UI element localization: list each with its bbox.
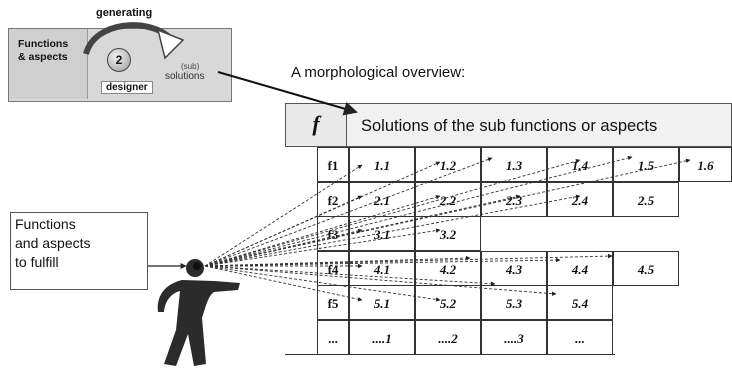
table-cell: 5.2: [415, 285, 481, 320]
table-cell: 2.4: [547, 182, 613, 217]
person-icon: [157, 259, 240, 366]
process-functions-line2: & aspects: [18, 51, 68, 63]
table-cell: 2.3: [481, 182, 547, 217]
table-cell: 5.3: [481, 285, 547, 320]
fulfill-line1: Functions: [15, 216, 76, 232]
functions-to-fulfill-box: Functions and aspects to fulfill: [10, 212, 148, 290]
generating-label: generating: [96, 7, 153, 19]
table-cell: 1.2: [415, 147, 481, 182]
process-functions-panel: [9, 29, 88, 99]
fulfill-line3: to fulfill: [15, 254, 59, 270]
table-cell: 1.5: [613, 147, 679, 182]
morphological-title: A morphological overview:: [291, 64, 466, 81]
table-bottom-rule: [285, 354, 615, 355]
table-cell: ....2: [415, 320, 481, 355]
table-cell: 1.6: [679, 147, 732, 182]
table-row-label: f1: [317, 147, 349, 182]
table-cell: 1.1: [349, 147, 415, 182]
process-functions-label: Functions & aspects: [18, 38, 68, 64]
table-header-solutions: Solutions of the sub functions or aspect…: [347, 103, 732, 147]
table-cell: 1.3: [481, 147, 547, 182]
table-cell: 4.5: [613, 251, 679, 286]
generating-arrowhead-icon: [156, 28, 185, 60]
step-number-badge: 2: [107, 48, 131, 72]
table-cell: 1.4: [547, 147, 613, 182]
table-cell: ....3: [481, 320, 547, 355]
eye-icon: [193, 262, 201, 270]
table-cell: 4.4: [547, 251, 613, 286]
table-cell: 5.1: [349, 285, 415, 320]
table-cell: 2.5: [613, 182, 679, 217]
table-row-label: ...: [317, 320, 349, 355]
table-cell: ...: [547, 320, 613, 355]
fulfill-line2: and aspects: [15, 235, 91, 251]
table-row-label: f5: [317, 285, 349, 320]
table-cell: 2.2: [415, 182, 481, 217]
process-functions-line1: Functions: [18, 38, 69, 50]
solutions-label: solutions: [165, 71, 205, 82]
table-header-f: f: [285, 103, 347, 147]
sub-label: (sub): [181, 62, 200, 71]
solutions-to-table-arrow-icon: [217, 71, 358, 116]
selection-arrows: [204, 155, 691, 302]
designer-label: designer: [101, 81, 153, 94]
table-cell: 5.4: [547, 285, 613, 320]
